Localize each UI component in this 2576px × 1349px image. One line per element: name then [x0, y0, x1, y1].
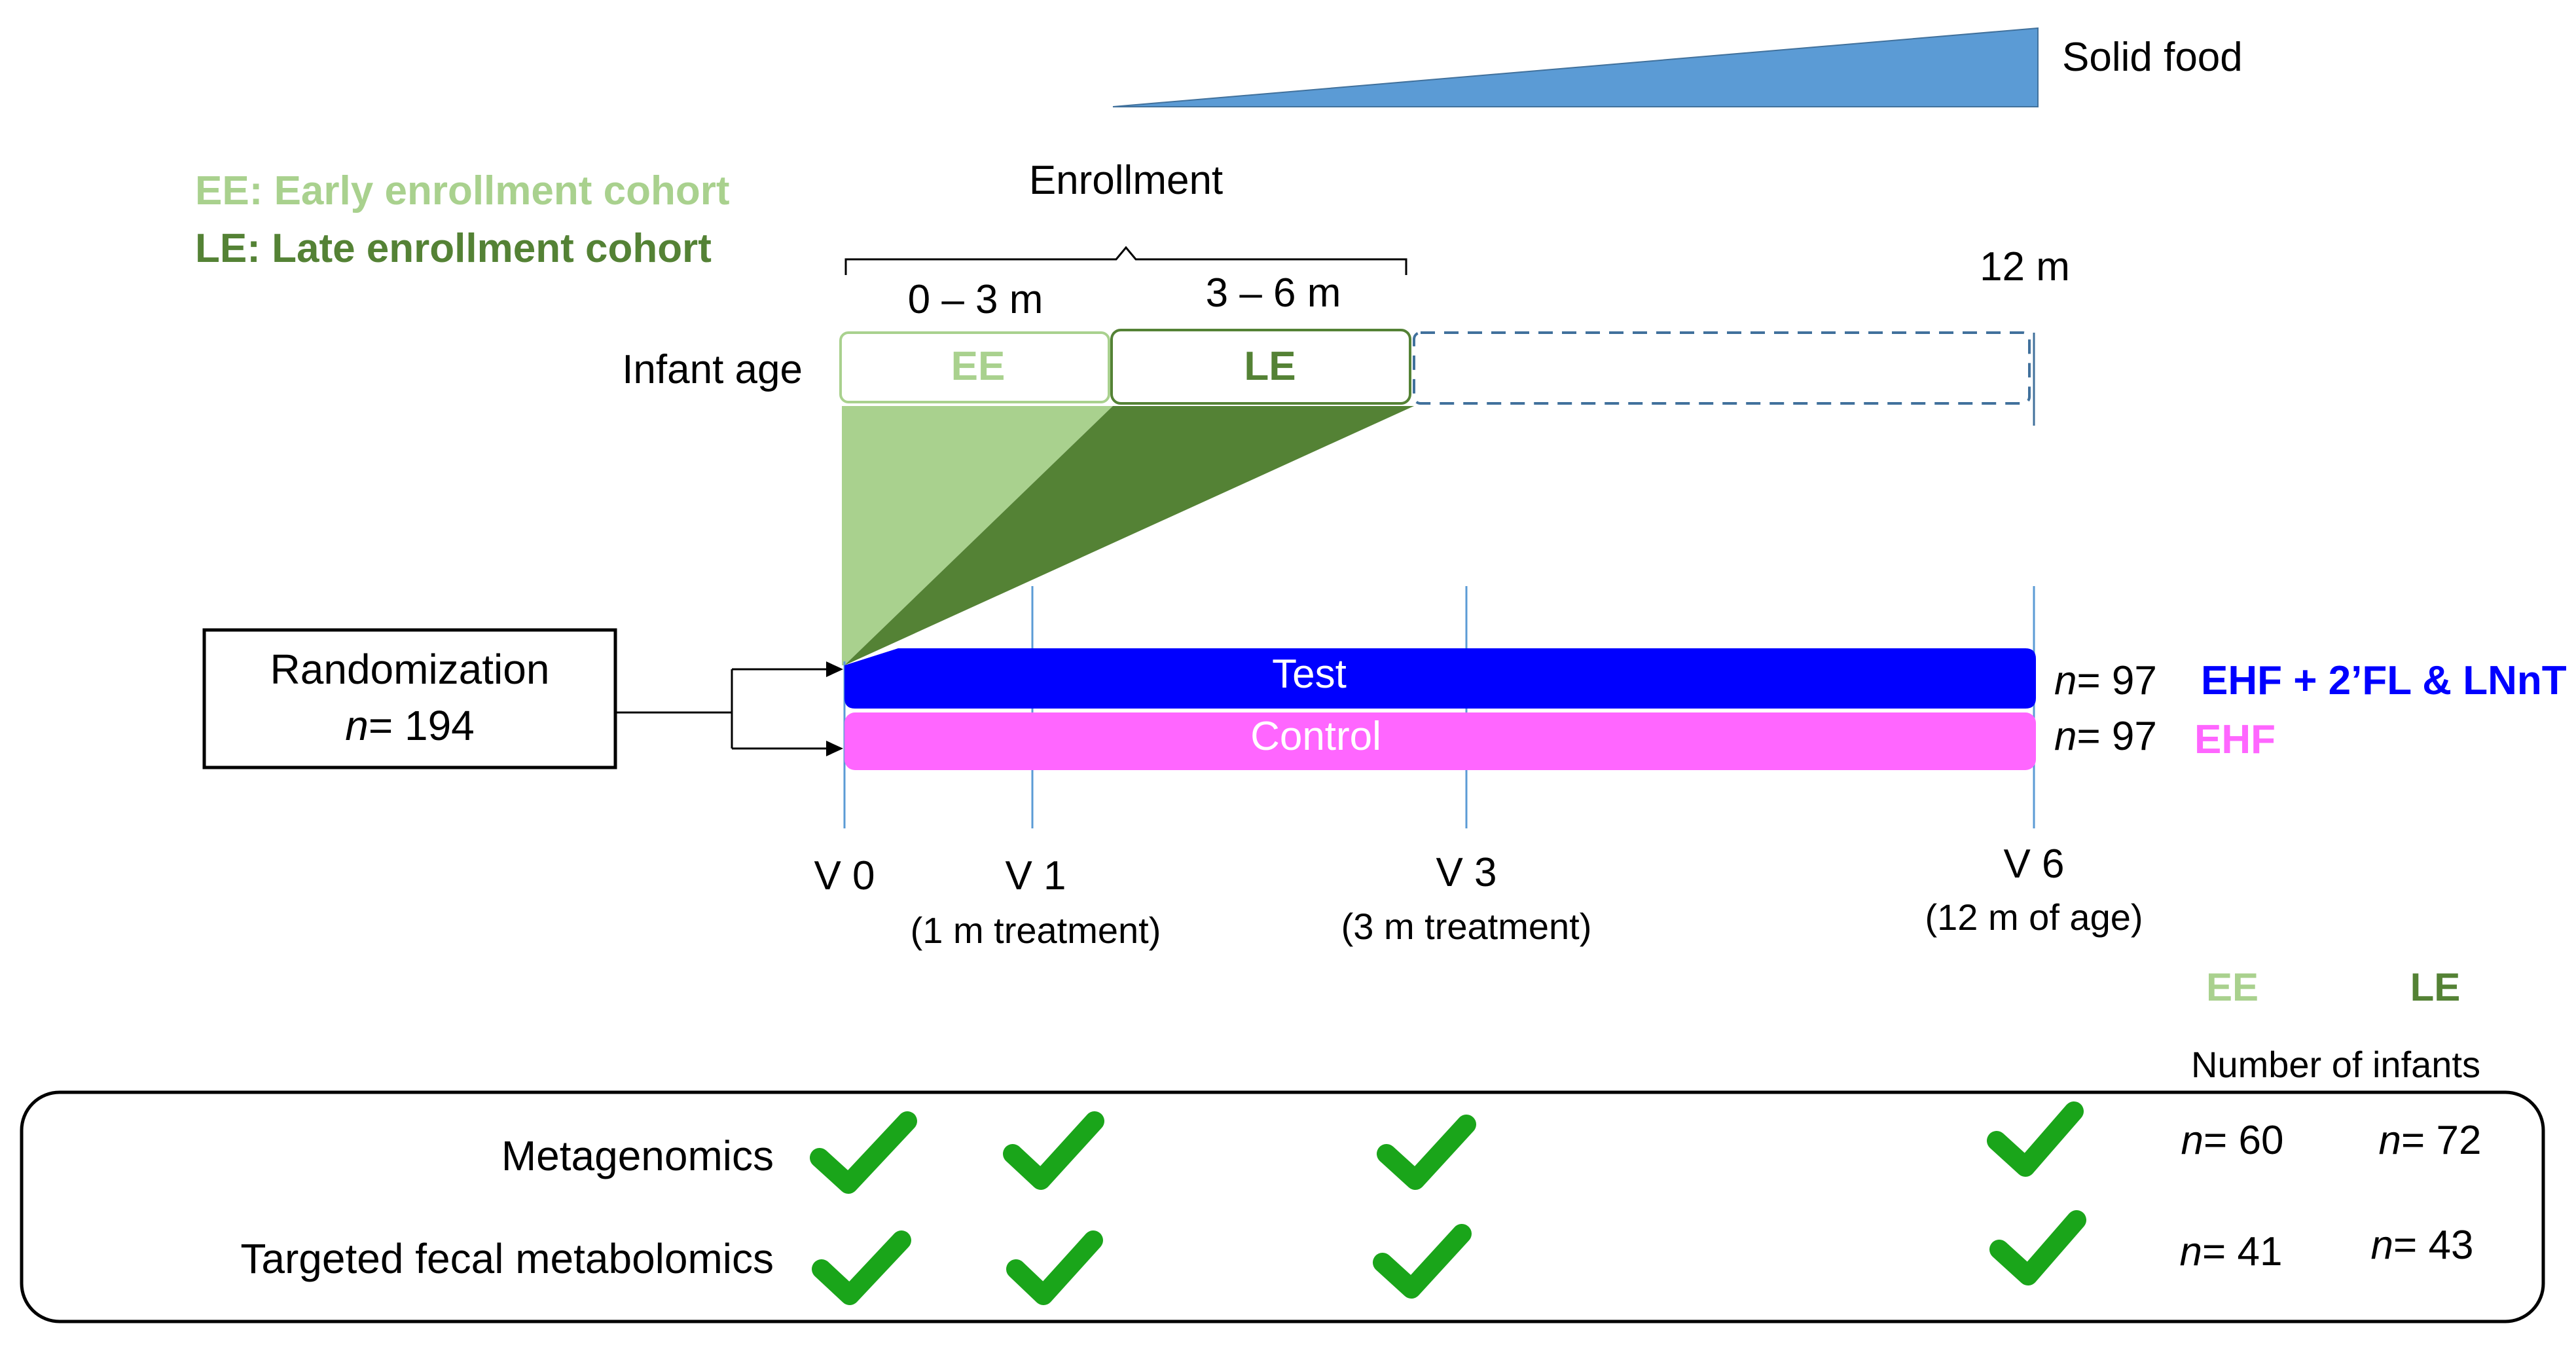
samples-col-le: LE	[2410, 965, 2461, 1009]
solid-food-wedge	[1112, 27, 2039, 107]
control-formula: EHF	[2194, 717, 2276, 762]
randomization-n: n= 194	[345, 702, 475, 749]
test-bar-label: Test	[1272, 652, 1347, 697]
check-icon	[810, 1111, 917, 1194]
samples-row-label: Metagenomics	[501, 1132, 774, 1179]
test-formula: EHF + 2’FL & LNnT	[2201, 658, 2567, 703]
samples-col-ee: EE	[2206, 965, 2259, 1009]
randomization-title: Randomization	[270, 646, 550, 693]
randomization-box	[202, 628, 617, 769]
enrollment-title: Enrollment	[1029, 158, 1223, 203]
samples-row-label: Targeted fecal metabolomics	[240, 1235, 774, 1282]
check-icon	[1003, 1111, 1104, 1190]
check-icon	[1377, 1115, 1476, 1190]
remaining-age-dashed-box	[1413, 331, 2031, 405]
enrollment-end-age: 12 m	[1980, 244, 2070, 289]
ee-enrollment-triangle	[842, 406, 1113, 665]
visit-v1-note: (1 m treatment)	[911, 910, 1161, 951]
visit-v6-label: V 6	[2003, 841, 2064, 887]
check-icon	[1373, 1224, 1472, 1299]
ee-age-box	[839, 331, 1110, 403]
samples-row-ee-n: n= 60	[2181, 1118, 2284, 1163]
check-icon	[1987, 1101, 2084, 1177]
check-icon	[1989, 1210, 2086, 1285]
visit-v0-label: V 0	[814, 853, 875, 898]
arrowhead-test	[826, 661, 843, 677]
check-icon	[1006, 1230, 1103, 1305]
samples-row-le-n: n= 43	[2371, 1223, 2474, 1268]
enrollment-range-early: 0 – 3 m	[908, 277, 1043, 322]
ee-age-box-label: EE	[951, 344, 1006, 389]
infant-age-label: Infant age	[622, 347, 803, 392]
visit-v3-label: V 3	[1436, 850, 1497, 895]
samples-row-le-n: n= 72	[2379, 1118, 2482, 1163]
legend-early-enrollment: EE: Early enrollment cohort	[195, 168, 730, 213]
solid-food-label: Solid food	[2062, 35, 2243, 80]
enrollment-range-late: 3 – 6 m	[1206, 270, 1341, 316]
test-n: n= 97	[2054, 658, 2157, 703]
le-age-box-label: LE	[1244, 344, 1296, 389]
samples-row-ee-n: n= 41	[2180, 1229, 2283, 1274]
le-enrollment-triangle	[844, 406, 1414, 665]
visit-v3-note: (3 m treatment)	[1341, 906, 1592, 947]
legend-late-enrollment: LE: Late enrollment cohort	[195, 226, 712, 271]
test-bar	[844, 648, 2036, 709]
arrowhead-control	[826, 741, 843, 756]
visit-v1-label: V 1	[1005, 853, 1066, 898]
control-bar	[844, 712, 2036, 770]
samples-header: Number of infants	[2191, 1044, 2480, 1085]
control-n: n= 97	[2054, 714, 2157, 759]
visit-v6-note: (12 m of age)	[1925, 896, 2143, 938]
control-bar-label: Control	[1250, 714, 1381, 759]
samples-panel	[20, 1090, 2545, 1323]
le-age-box	[1110, 329, 1411, 405]
check-icon	[812, 1230, 911, 1305]
enrollment-bracket	[844, 246, 1407, 275]
